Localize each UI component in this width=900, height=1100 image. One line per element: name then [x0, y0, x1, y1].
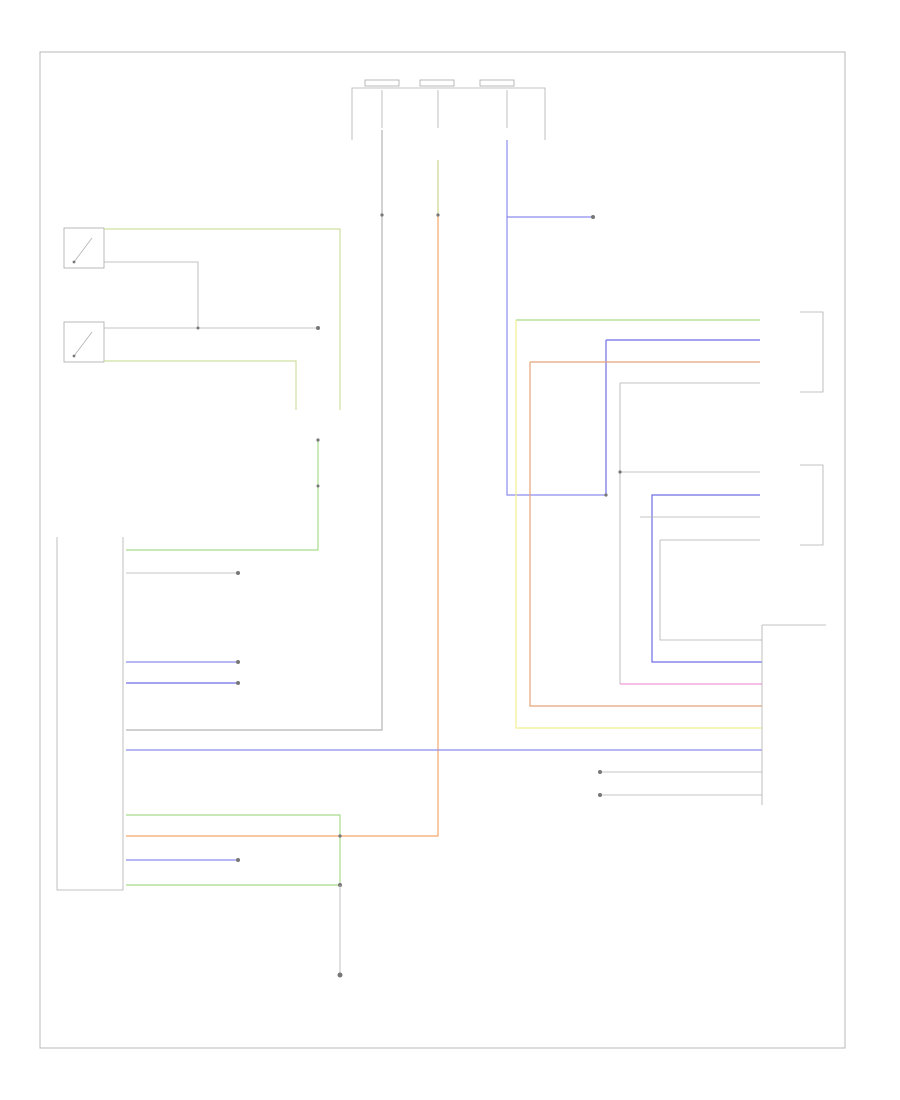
connector-icon — [436, 213, 440, 217]
connector-icon — [618, 470, 622, 474]
switch-icon — [73, 331, 93, 357]
wire-switch-bottom-yg — [104, 360, 297, 410]
module-right-bracket — [761, 624, 826, 805]
connector-icon — [316, 484, 320, 488]
diagram-frame — [39, 51, 846, 1049]
connector-icon — [236, 681, 240, 685]
ground-icon — [337, 972, 343, 978]
wire-fuse-left — [126, 130, 383, 731]
wire-yellow-right — [515, 320, 762, 729]
wire-fuse-middle-orange — [126, 160, 439, 837]
wire-fuse-right-blue — [506, 140, 606, 496]
connector-icon — [598, 793, 602, 797]
sensor-top-bracket — [800, 311, 824, 393]
fuse-label-right — [479, 79, 515, 87]
fuse-label-middle — [419, 79, 455, 87]
switch-icon — [73, 237, 93, 263]
connector-icon — [380, 213, 384, 217]
wire-green-splice — [126, 440, 319, 551]
wire-sensor-bottom-2 — [651, 494, 762, 663]
switch-contact-icon — [72, 260, 76, 264]
fuse-panel-group — [351, 79, 546, 140]
switch-contact-icon — [72, 354, 76, 358]
sensor-bottom-bracket — [800, 464, 824, 546]
connector-icon — [598, 770, 602, 774]
fuse-panel-bracket — [351, 87, 546, 140]
wire-brown-right — [529, 361, 762, 707]
wire-gray-right — [619, 382, 760, 684]
stop-lamp-switch — [63, 227, 105, 269]
module-left-bracket — [56, 537, 124, 891]
brake-pedal-switch — [63, 321, 105, 363]
wire-blue-right — [605, 339, 760, 495]
wire-sensor-bottom-4 — [659, 539, 762, 641]
wire-switch-top-gray — [104, 261, 199, 328]
connector-icon — [316, 438, 320, 442]
fuse-label-left — [364, 79, 400, 87]
connector-icon — [604, 493, 608, 497]
connector-icon — [236, 571, 240, 575]
connector-icon — [236, 858, 240, 862]
connector-icon — [338, 834, 342, 838]
connector-icon — [316, 326, 320, 330]
wire-pin-green-low — [126, 814, 341, 885]
connector-icon — [196, 326, 200, 330]
connector-icon — [236, 660, 240, 664]
wire-switch-top-yg — [104, 228, 341, 410]
switch-box-top — [63, 227, 105, 269]
connector-icon — [591, 215, 595, 219]
switch-box-bottom — [63, 321, 105, 363]
